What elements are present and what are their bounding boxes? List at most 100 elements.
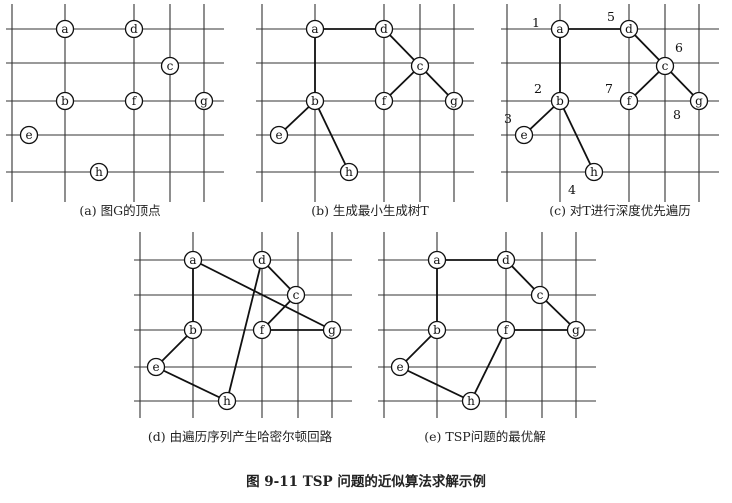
panel-e-vertex-g: g (566, 320, 586, 340)
panel-a-vertex-c: c (160, 56, 180, 76)
panel-e-vertex-e-circle (390, 357, 410, 377)
panel-b-vertex-a-circle (305, 19, 325, 39)
panel-d-vertex-a-label: a (189, 253, 196, 267)
panel-d-vertex-h-label: h (223, 394, 231, 408)
panel-d-vertex-g-label: g (328, 323, 336, 337)
panel-d-vertex-h-circle (217, 391, 237, 411)
panel-e-vertex-g-circle (566, 320, 586, 340)
panel-b-vertex-b-circle (305, 91, 325, 111)
panel-b-vertex-f: f (374, 91, 394, 111)
panel-c-vertex-a: a (550, 19, 570, 39)
panel-a-vertex-b-label: b (61, 94, 69, 108)
panel-d-edge-h-d (226, 259, 263, 402)
panel-a-vertex-d: d (124, 19, 144, 39)
panel-c-vertex-h-label: h (590, 165, 598, 179)
panel-e-vertex-f: f (496, 320, 516, 340)
panel-d-vertex-c: c (286, 285, 306, 305)
panel-a-vertex-a: a (55, 19, 75, 39)
panel-d-vertex-a-circle (183, 250, 203, 270)
panel-a-vertex-h: h (89, 162, 109, 182)
panel-c-vertex-e: e (514, 125, 534, 145)
panel-b-vertex-b-label: b (311, 94, 319, 108)
panel-c-order-1: 1 (532, 15, 540, 30)
panel-b-vertex-a: a (305, 19, 325, 39)
panel-e-vertex-d: d (496, 250, 516, 270)
panel-b-vertex-b: b (305, 91, 325, 111)
panel-a-vertex-f-circle (124, 91, 144, 111)
panel-d-vertex-d: d (252, 250, 272, 270)
panel-d-vertex-f: f (252, 320, 272, 340)
panel-c-order-7: 7 (605, 81, 613, 96)
panel-b-vertex-e: e (269, 125, 289, 145)
panel-c-vertex-g-label: g (695, 94, 703, 108)
panel-b-vertex-c-circle (410, 56, 430, 76)
panel-b-vertex-h-label: h (345, 165, 353, 179)
panel-c-vertex-d-circle (619, 19, 639, 39)
panel-e-vertex-e: e (390, 357, 410, 377)
panel-d-vertex-h: h (217, 391, 237, 411)
panel-d-vertex-g-circle (322, 320, 342, 340)
panel-d-vertex-e-circle (146, 357, 166, 377)
panel-e-vertex-b-circle (427, 320, 447, 340)
panel-c-order-4: 4 (568, 182, 576, 197)
panel-e-vertex-b: b (427, 320, 447, 340)
panel-c-vertex-b: b (550, 91, 570, 111)
panel-c-order-3: 3 (504, 111, 512, 126)
panel-b: a b c d e f g h (256, 4, 474, 202)
panel-c-edge-b-h (559, 100, 595, 173)
panel-c-vertex-e-label: e (520, 128, 527, 142)
panel-e-vertex-c-circle (530, 285, 550, 305)
panel-c-vertex-f-label: f (627, 94, 633, 108)
panel-c-vertex-d-label: d (625, 22, 633, 36)
panel-d-edge-g-a (192, 259, 333, 331)
panel-c-vertex-d: d (619, 19, 639, 39)
panel-e-vertex-f-label: f (504, 323, 510, 337)
panel-e-caption: (e) TSP问题的最优解 (424, 429, 546, 444)
panel-c-order-5: 5 (607, 9, 615, 24)
panel-c-vertex-e-circle (514, 125, 534, 145)
panel-a-vertex-c-circle (160, 56, 180, 76)
panel-c-vertex-f-circle (619, 91, 639, 111)
panel-b-edge-b-h (314, 100, 350, 173)
panel-d-vertex-b-circle (183, 320, 203, 340)
panel-e-vertex-d-circle (496, 250, 516, 270)
panel-d-vertex-a: a (183, 250, 203, 270)
panel-d-vertex-f-label: f (260, 323, 266, 337)
panel-a-vertex-f-label: f (132, 94, 138, 108)
panel-e-vertex-f-circle (496, 320, 516, 340)
panel-b-vertex-c: c (410, 56, 430, 76)
panel-a-vertex-a-label: a (61, 22, 68, 36)
panel-c-vertex-g: g (689, 91, 709, 111)
panel-c-vertex-h-circle (584, 162, 604, 182)
panel-e-vertex-a: a (427, 250, 447, 270)
panel-d-vertex-b-label: b (189, 323, 197, 337)
panel-b-vertex-a-label: a (311, 22, 318, 36)
panel-b-grid (256, 4, 474, 202)
panel-e-vertex-a-label: a (433, 253, 440, 267)
panel-c-vertex-c-circle (655, 56, 675, 76)
panel-b-vertex-g: g (444, 91, 464, 111)
panel-a-vertex-d-label: d (130, 22, 138, 36)
panel-e-vertex-c-label: c (537, 288, 544, 302)
panel-a-vertex-b-circle (55, 91, 75, 111)
panel-c-vertex-h: h (584, 162, 604, 182)
panel-a-grid (6, 4, 224, 202)
panel-a-vertex-c-label: c (167, 59, 174, 73)
panel-d-vertex-f-circle (252, 320, 272, 340)
panel-c-vertex-c-label: c (662, 59, 669, 73)
panel-b-vertex-g-circle (444, 91, 464, 111)
panel-d-caption: (d) 由遍历序列产生哈密尔顿回路 (147, 429, 333, 444)
panel-b-vertex-f-circle (374, 91, 394, 111)
panel-b-vertex-d-label: d (380, 22, 388, 36)
panel-e-vertex-a-circle (427, 250, 447, 270)
panel-d-vertex-b: b (183, 320, 203, 340)
panel-d-vertex-d-circle (252, 250, 272, 270)
panel-c-order-8: 8 (673, 107, 681, 122)
panel-b-vertex-f-label: f (382, 94, 388, 108)
panel-b-caption: (b) 生成最小生成树T (311, 203, 429, 218)
figure-caption: 图 9-11 TSP 问题的近似算法求解示例 (246, 474, 486, 490)
panel-b-vertex-h-circle (339, 162, 359, 182)
